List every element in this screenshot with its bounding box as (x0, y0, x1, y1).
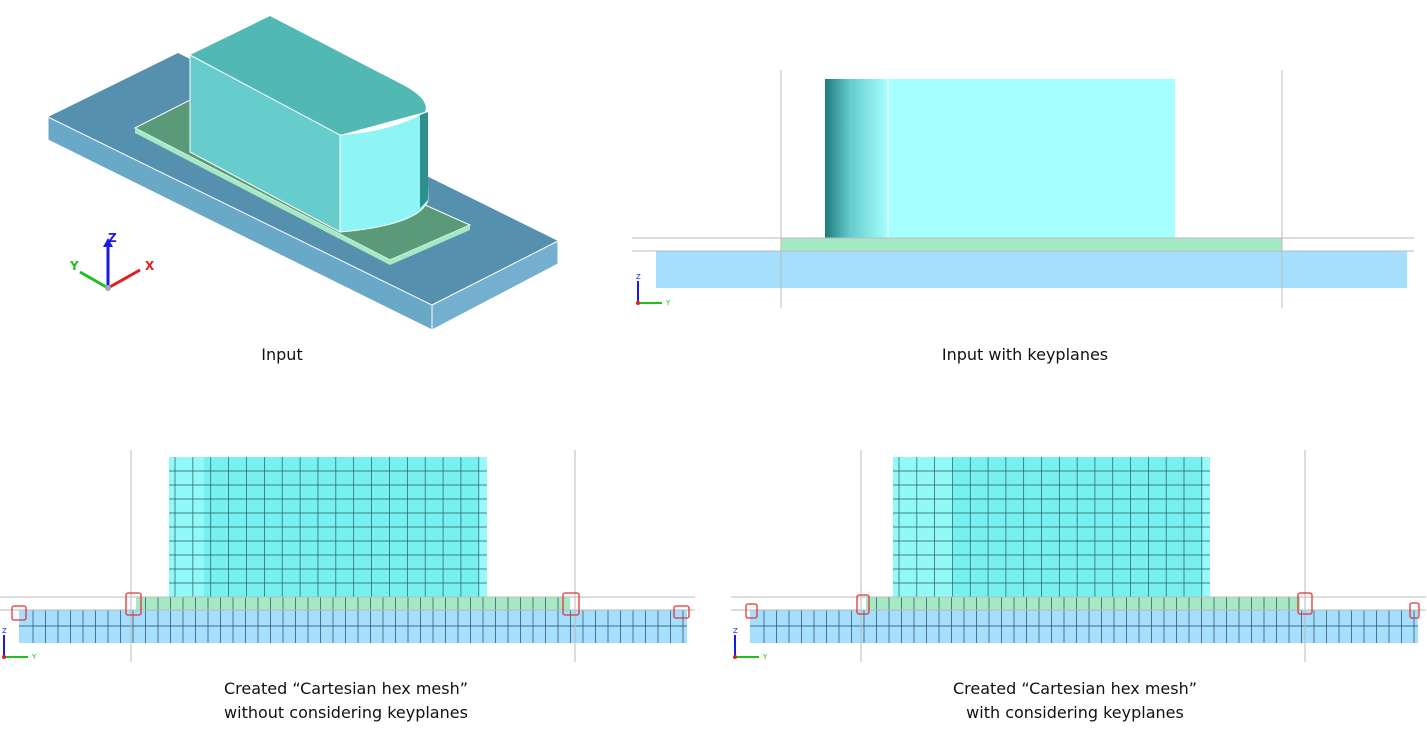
highlight-box (11, 605, 27, 621)
axis-triad-iso: Z Y X (69, 231, 155, 291)
axis-x-dot (636, 301, 640, 305)
caption-line-1: Created “Cartesian hex mesh” (952, 679, 1198, 698)
caption-mesh-with: Created “Cartesian hex mesh” with consid… (825, 677, 1325, 725)
caption-line-1: Created “Cartesian hex mesh” (223, 679, 469, 698)
base-plate (656, 251, 1407, 288)
axis-label-z: Z (2, 627, 7, 635)
axis-triad: ZY (2, 627, 37, 661)
axis-x-dot (2, 655, 6, 659)
thin-plate (136, 597, 570, 610)
thin-plate-side (390, 225, 470, 265)
axis-triad-side: ZY (636, 273, 671, 307)
cylinder-shading (825, 79, 888, 238)
highlight-box (1409, 602, 1420, 619)
axis-label-y: Y (31, 653, 37, 661)
highlight-box (673, 605, 690, 619)
panel-mesh-without-keyplanes: ZY (0, 450, 695, 662)
panel-keyplanes: ZY (632, 70, 1414, 308)
axis-label-z: Z (108, 231, 117, 245)
block-cylinder (339, 111, 429, 233)
highlight-box (562, 592, 580, 616)
thin-plate-front (135, 128, 390, 265)
axis-label-y: Y (69, 259, 79, 273)
panel-mesh-with-keyplanes: ZY (731, 450, 1426, 662)
caption-input-keyplanes: Input with keyplanes (941, 345, 1109, 364)
base-plate-side (431, 240, 559, 331)
keyplane-lines (632, 70, 1414, 308)
highlight-box (856, 594, 870, 615)
block-top (190, 16, 426, 135)
thin-plate (781, 238, 1282, 251)
caption-line-2: without considering keyplanes (224, 703, 468, 722)
axis-label-x: X (145, 259, 155, 273)
axis-triad: ZY (733, 627, 768, 661)
caption-mesh-without: Created “Cartesian hex mesh” without con… (96, 677, 596, 725)
cylinder-shade (420, 112, 428, 208)
axis-x-dot (733, 655, 737, 659)
base-plate (19, 610, 687, 643)
axis-label-z: Z (636, 273, 641, 281)
highlight-box (1297, 592, 1313, 615)
axis-label-y: Y (762, 653, 768, 661)
base-plate (750, 610, 1418, 643)
axis-label-z: Z (733, 627, 738, 635)
thin-plate (866, 597, 1300, 610)
caption-line-2: with considering keyplanes (966, 703, 1184, 722)
highlight-box (125, 592, 142, 616)
panel-input-iso: Z Y X (47, 16, 559, 331)
caption-input: Input (261, 345, 303, 364)
axis-label-y: Y (665, 299, 671, 307)
highlight-box (745, 603, 758, 619)
